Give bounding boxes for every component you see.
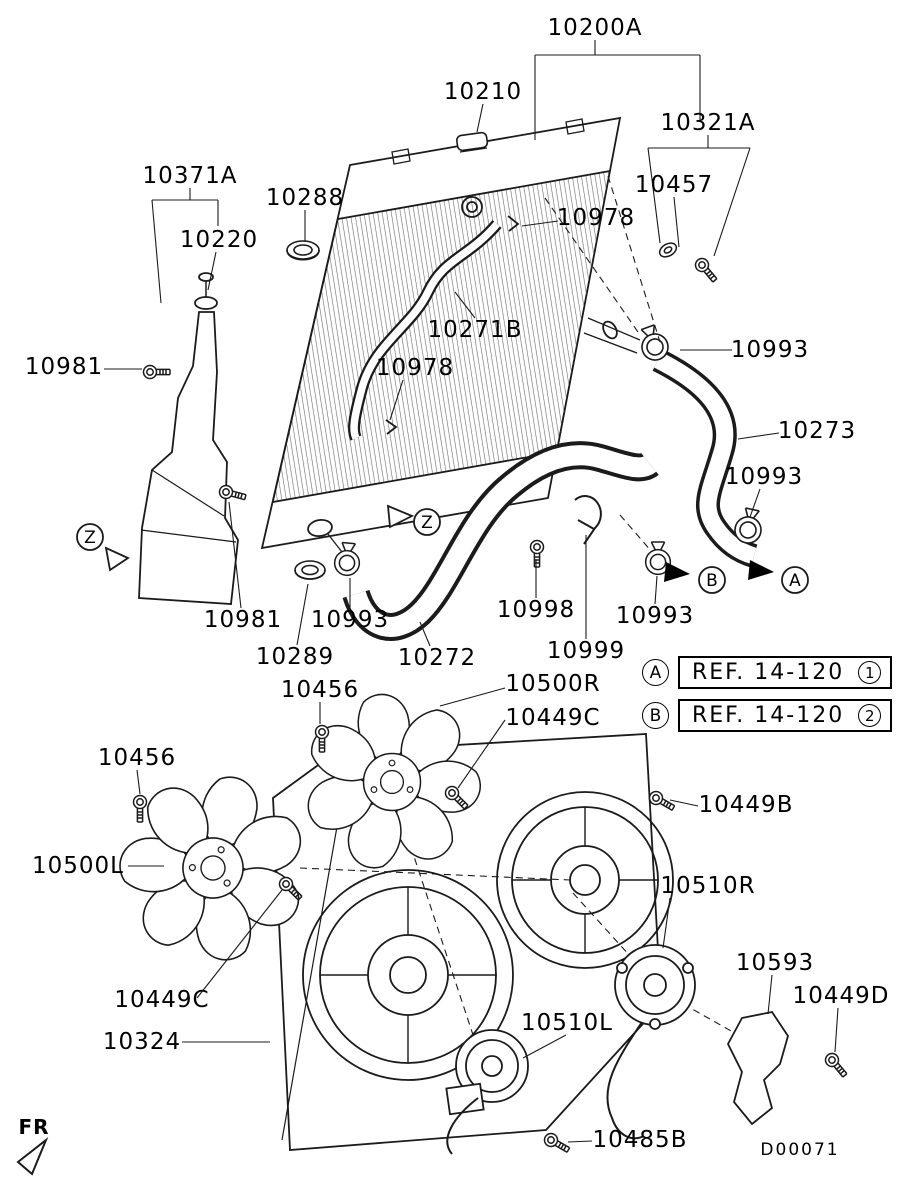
bolt-10449D [822, 1050, 851, 1081]
ref-badge-a: A [642, 659, 669, 686]
part-label-10321A: 10321A [660, 110, 756, 136]
z-left-letter: Z [84, 528, 96, 548]
part-label-10456-upper: 10456 [280, 677, 360, 703]
part-label-10449C-upper: 10449C [505, 705, 601, 731]
b-circle-letter: B [706, 571, 718, 591]
bolt-10456-left [132, 794, 148, 823]
ref-badge-b: B [642, 702, 669, 729]
leader-lines [104, 40, 839, 1143]
part-label-10993-lower-mid: 10993 [615, 603, 695, 629]
bolt-10998 [529, 539, 545, 568]
reservoir-tank [138, 272, 239, 605]
part-label-10999: 10999 [546, 638, 626, 664]
fr-direction-arrow [16, 1136, 49, 1176]
part-label-10371A: 10371A [142, 163, 238, 189]
part-label-10978-lower: 10978 [375, 355, 455, 381]
cap-10288 [286, 240, 320, 261]
ref-note-b: B REF. 14-120 2 [642, 699, 893, 732]
bolt-10449B [646, 788, 678, 815]
view-marker-z-left: Z [76, 523, 130, 572]
part-label-10449C-lower: 10449C [114, 987, 210, 1013]
view-marker-b: B [664, 562, 726, 594]
hose-clip-10978 [385, 215, 520, 435]
hose-10273 [652, 349, 758, 568]
screw-10457 [692, 255, 721, 286]
ref-text-a: REF. 14-120 [692, 660, 845, 685]
part-label-10449B: 10449B [698, 792, 794, 818]
bracket-10593 [726, 1010, 789, 1126]
bolt-10981-upper [142, 364, 171, 380]
part-label-10210: 10210 [443, 79, 523, 105]
ref-number-b: 2 [858, 704, 882, 727]
part-label-10993-right: 10993 [724, 464, 804, 490]
reservoir-cap [194, 296, 218, 310]
part-label-10271B: 10271B [427, 317, 523, 343]
drawing-code: D00071 [760, 1140, 840, 1160]
z-center-letter: Z [421, 513, 433, 533]
cap-10289 [294, 560, 326, 580]
part-label-10324: 10324 [102, 1029, 182, 1055]
part-label-10273: 10273 [777, 418, 857, 444]
part-label-10500R: 10500R [505, 671, 601, 697]
part-label-10485B: 10485B [592, 1127, 688, 1153]
view-marker-a: A [748, 560, 809, 594]
grommet-10321A [658, 242, 678, 258]
part-label-10220: 10220 [179, 227, 259, 253]
fan-motor-10510R [606, 944, 696, 1140]
part-label-10593: 10593 [735, 950, 815, 976]
part-label-10993-upper-right: 10993 [730, 337, 810, 363]
part-label-10456-left: 10456 [97, 745, 177, 771]
part-label-10272: 10272 [397, 645, 477, 671]
bolt-10485B [541, 1130, 573, 1157]
ref-box-b: REF. 14-120 2 [678, 699, 893, 732]
hose-10272 [342, 441, 659, 641]
part-label-10457: 10457 [634, 172, 714, 198]
ref-number-a: 1 [858, 661, 882, 684]
part-label-10981-lower: 10981 [203, 607, 283, 633]
ref-text-b: REF. 14-120 [692, 703, 845, 728]
view-marker-z-center: Z [386, 504, 441, 536]
cap-10210 [456, 131, 489, 153]
part-label-10978-upper: 10978 [556, 205, 636, 231]
hose-10271B [348, 215, 520, 441]
a-circle-letter: A [789, 571, 801, 591]
hose-bracket-10999 [574, 495, 602, 545]
fan-motor-10510L [445, 1029, 529, 1155]
part-label-10510L: 10510L [521, 1010, 613, 1036]
part-label-10500L: 10500L [32, 853, 124, 879]
part-label-10998: 10998 [496, 597, 576, 623]
ref-box-a: REF. 14-120 1 [678, 656, 893, 689]
part-label-10981-upper: 10981 [24, 354, 104, 380]
fr-label: FR [18, 1115, 50, 1139]
part-label-10449D: 10449D [792, 983, 890, 1009]
part-label-10289: 10289 [255, 644, 335, 670]
ref-note-a: A REF. 14-120 1 [642, 656, 893, 689]
part-label-10510R: 10510R [660, 873, 756, 899]
part-label-10288: 10288 [265, 185, 345, 211]
part-label-10993-lower-left: 10993 [310, 607, 390, 633]
part-label-10200A: 10200A [547, 15, 643, 41]
